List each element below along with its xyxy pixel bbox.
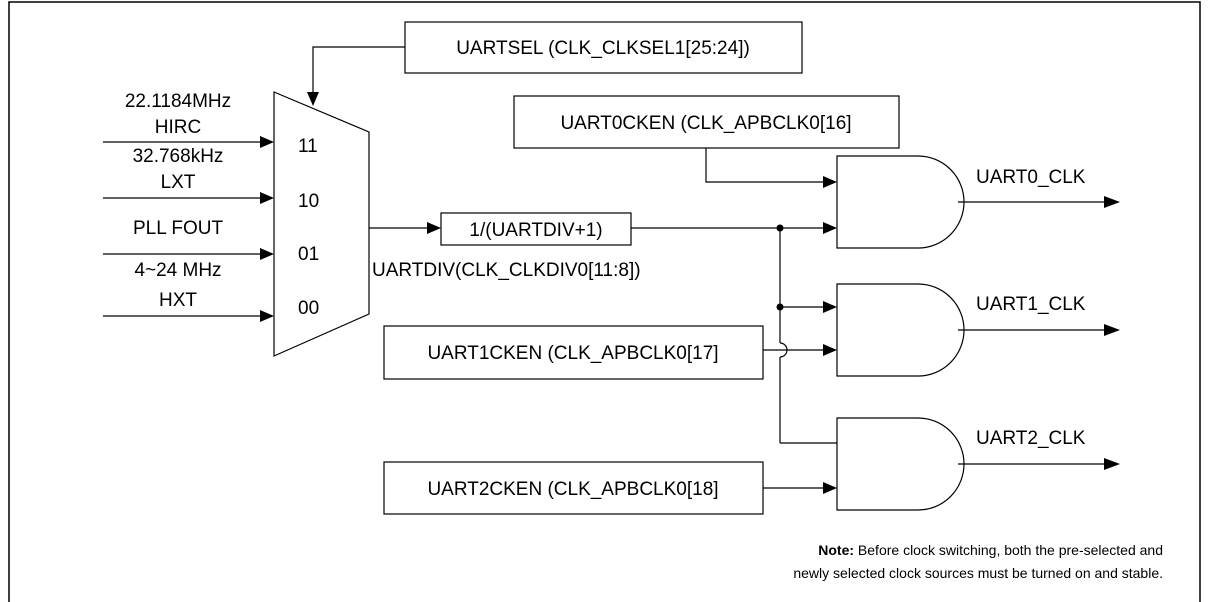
mux-code-11: 11 bbox=[298, 136, 318, 157]
source-hirc-arrow bbox=[260, 136, 274, 148]
source-hxt-freq: 4~24 MHz bbox=[134, 260, 221, 281]
uart2-out-arrow bbox=[1104, 458, 1120, 470]
source-pll-name: PLL FOUT bbox=[133, 218, 223, 239]
source-hxt-arrow bbox=[260, 310, 274, 322]
source-hxt-name: HXT bbox=[159, 290, 197, 311]
bus-to-uart1-arrow bbox=[823, 301, 837, 313]
source-pll-arrow bbox=[260, 248, 274, 260]
uart0cken-label: UART0CKEN (CLK_APBCLK0[16] bbox=[560, 113, 851, 134]
uart0-out-arrow bbox=[1104, 196, 1120, 208]
uartdiv-box-label: 1/(UARTDIV+1) bbox=[469, 220, 602, 241]
uart0-clk-label: UART0_CLK bbox=[976, 167, 1086, 188]
uart1cken-arrow bbox=[823, 344, 837, 356]
uart2cken-arrow bbox=[823, 482, 837, 494]
uartsel-label: UARTSEL (CLK_CLKSEL1[25:24]) bbox=[456, 38, 750, 59]
diagram-border bbox=[8, 1, 1201, 602]
source-lxt-name: LXT bbox=[161, 172, 196, 193]
uartsel-arrow bbox=[307, 92, 319, 106]
uart1-out-arrow bbox=[1104, 324, 1120, 336]
and-gate-uart1 bbox=[836, 283, 965, 377]
mux-out-arrow bbox=[427, 222, 441, 234]
uart0cken-line bbox=[705, 148, 823, 183]
and-gate-uart2 bbox=[836, 417, 965, 511]
clock-mux bbox=[273, 91, 370, 357]
mux-code-01: 01 bbox=[298, 244, 319, 265]
uart2cken-box bbox=[383, 461, 764, 515]
uartsel-line bbox=[312, 46, 405, 92]
mux-code-10: 10 bbox=[298, 191, 319, 212]
and-gate-uart0 bbox=[836, 155, 965, 249]
mux-code-00: 00 bbox=[298, 298, 319, 319]
uartdiv-box bbox=[440, 212, 632, 246]
source-lxt-freq: 32.768kHz bbox=[133, 146, 224, 167]
uart0cken-arrow bbox=[823, 176, 837, 188]
uart1cken-box bbox=[383, 325, 764, 380]
div-out-arrow-uart0 bbox=[823, 222, 837, 234]
uartsel-box bbox=[404, 21, 803, 74]
note-line-1: Note: Before clock switching, both the p… bbox=[818, 542, 1163, 558]
source-lxt-arrow bbox=[260, 192, 274, 204]
uart1-clk-label: UART1_CLK bbox=[976, 294, 1086, 315]
note-text-1: Before clock switching, both the pre-sel… bbox=[854, 542, 1163, 558]
uart2cken-label: UART2CKEN (CLK_APBCLK0[18] bbox=[427, 479, 718, 500]
uart1cken-label: UART1CKEN (CLK_APBCLK0[17] bbox=[427, 343, 718, 364]
note-line-2: newly selected clock sources must be tur… bbox=[793, 565, 1163, 581]
uart2-clk-label: UART2_CLK bbox=[976, 428, 1086, 449]
note-prefix: Note: bbox=[818, 542, 854, 558]
uartdiv-label: UARTDIV(CLK_CLKDIV0[11:8]) bbox=[372, 260, 641, 281]
source-hirc-freq: 22.1184MHz bbox=[125, 91, 231, 112]
uart0cken-box bbox=[513, 95, 900, 149]
source-hirc-name: HIRC bbox=[155, 117, 201, 138]
